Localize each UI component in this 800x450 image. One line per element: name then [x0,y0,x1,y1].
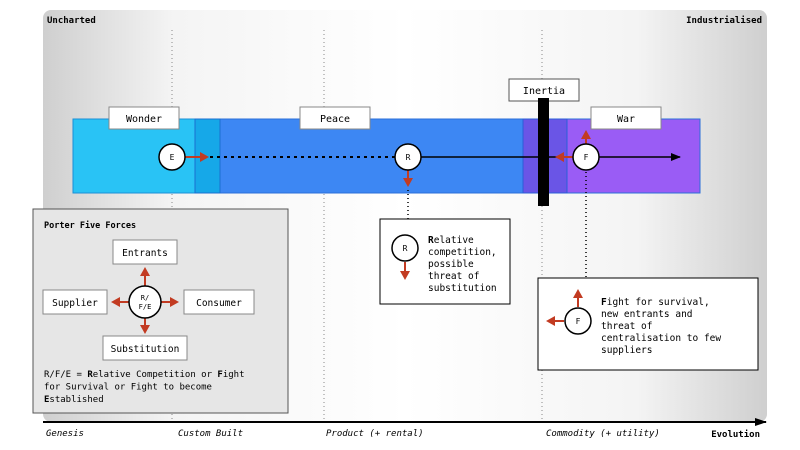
r-callout-text-line: possible [428,259,474,270]
stage-custom-built: Custom Built [178,429,243,439]
supplier-box [42,289,108,315]
inertia-label: Inertia [523,86,565,97]
entrants-label: Entrants [122,248,168,259]
substitution-label: Substitution [111,344,180,355]
e-node [158,143,186,171]
porter-legend: R/F/E = Relative Competition or Fight for… [44,370,245,405]
consumer-label: Consumer [196,298,242,309]
porter-center-label-line2: F/E [139,303,152,311]
porter-up-arrow [140,267,150,286]
porter-right-arrow [161,297,179,307]
porter-title: Porter Five Forces [44,220,136,231]
f-callout-up-arrow [573,289,583,307]
inertia-barrier [538,98,549,206]
r-callout-marker [391,234,419,262]
uncharted-label: Uncharted [47,16,96,26]
peace-label-box [299,106,371,130]
porter-left-arrow [111,297,129,307]
war-label: War [617,114,635,125]
industrialised-label: Industrialised [686,15,762,26]
wonder-label-box [108,106,180,130]
f-callout-marker-label: F [576,317,581,326]
r-callout-marker-label: R [403,244,408,253]
porter-center-label-line1: R/ [141,294,149,302]
r-callout-text-line: threat of [428,271,479,282]
r-callout-text-line: Relative [428,235,474,246]
e-right-arrow [185,152,209,162]
f-callout-text-line: centralisation to few [601,333,721,344]
r-node-label: R [406,153,411,162]
porter-legend-line: R/F/E = Relative Competition or Fight [44,370,245,380]
consumer-box [183,289,255,315]
f-node-label: F [584,153,589,162]
r-node [394,143,422,171]
r-callout-text-line: substitution [428,283,497,294]
porter-down-arrow [140,318,150,334]
f-callout-text-line: Fight for survival, [601,297,710,308]
f-callout-text: Fight for survival,new entrants andthrea… [601,297,721,356]
war-label-box [590,106,662,130]
f-callout-text-line: new entrants and [601,309,693,320]
peace-label: Peace [320,114,350,125]
porter-legend-line: for Survival or Fight to become [44,383,212,393]
r-callout-box [379,218,511,305]
substitution-box [102,335,188,361]
r-callout-text-line: competition, [428,247,497,258]
evolution-axis-label: Evolution [711,429,760,440]
stage-commodity: Commodity (+ utility) [546,429,660,439]
f-left-arrow [555,152,574,162]
e-node-label: E [170,153,175,162]
supplier-label: Supplier [52,298,98,309]
stage-product: Product (+ rental) [326,429,424,439]
porter-center-node [128,285,162,319]
f-callout-marker [564,307,592,335]
f-callout-text-line: suppliers [601,345,652,356]
porter-legend-line: Established [44,395,104,405]
r-callout-down-arrow [400,262,410,280]
stage-genesis: Genesis [46,429,84,439]
f-callout-left-arrow [546,316,564,326]
f-callout-text-line: threat of [601,321,652,332]
entrants-box [112,239,178,265]
wonder-label: Wonder [126,114,162,125]
f-node [572,143,600,171]
